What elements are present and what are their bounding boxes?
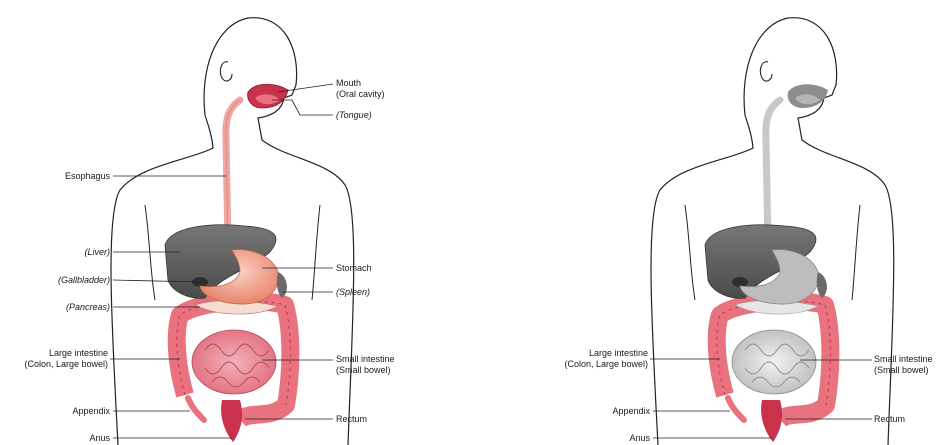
label-spleen: (Spleen) xyxy=(336,287,370,298)
label-small-intestine: Small intestine (Small bowel) xyxy=(336,354,395,376)
right-appendix xyxy=(728,398,744,420)
left-small-intestine xyxy=(192,330,276,394)
label-stomach: Stomach xyxy=(336,263,372,274)
left-figure xyxy=(111,18,354,445)
right-label-anus: Anus xyxy=(580,433,650,444)
label-gallbladder: (Gallbladder) xyxy=(20,275,110,286)
right-small-intestine xyxy=(732,330,816,394)
label-esophagus: Esophagus xyxy=(40,171,110,182)
label-anus: Anus xyxy=(40,433,110,444)
right-label-large-intestine-alt: (Colon, Large bowel) xyxy=(530,359,648,370)
right-label-appendix: Appendix xyxy=(570,406,650,417)
left-spleen xyxy=(277,272,287,298)
right-label-large-intestine-text: Large intestine xyxy=(530,348,648,359)
right-ear xyxy=(760,62,772,81)
label-mouth-text: Mouth xyxy=(336,78,385,89)
right-label-rectum: Rectum xyxy=(874,414,905,425)
label-large-intestine-text: Large intestine xyxy=(0,348,108,359)
label-small-intestine-alt: (Small bowel) xyxy=(336,365,395,376)
label-oral-cavity-text: (Oral cavity) xyxy=(336,89,385,100)
label-rectum: Rectum xyxy=(336,414,367,425)
right-label-small-intestine-alt: (Small bowel) xyxy=(874,365,933,376)
label-large-intestine: Large intestine (Colon, Large bowel) xyxy=(0,348,108,370)
label-small-intestine-text: Small intestine xyxy=(336,354,395,365)
label-pancreas: (Pancreas) xyxy=(20,302,110,313)
right-figure xyxy=(651,18,894,445)
right-label-large-intestine: Large intestine (Colon, Large bowel) xyxy=(530,348,648,370)
left-rectum xyxy=(221,400,242,442)
right-rectum xyxy=(761,400,782,442)
right-spleen xyxy=(817,272,827,298)
label-appendix: Appendix xyxy=(30,406,110,417)
label-large-intestine-alt: (Colon, Large bowel) xyxy=(0,359,108,370)
left-esophagus xyxy=(226,100,240,245)
label-tongue: (Tongue) xyxy=(336,110,372,121)
right-gallbladder xyxy=(732,277,748,287)
label-mouth: Mouth (Oral cavity) xyxy=(336,78,385,100)
left-appendix xyxy=(188,398,204,420)
label-liver: (Liver) xyxy=(40,247,110,258)
right-label-small-intestine: Small intestine (Small bowel) xyxy=(874,354,933,376)
left-ear xyxy=(220,62,232,81)
right-label-small-intestine-text: Small intestine xyxy=(874,354,933,365)
right-esophagus xyxy=(766,100,780,245)
